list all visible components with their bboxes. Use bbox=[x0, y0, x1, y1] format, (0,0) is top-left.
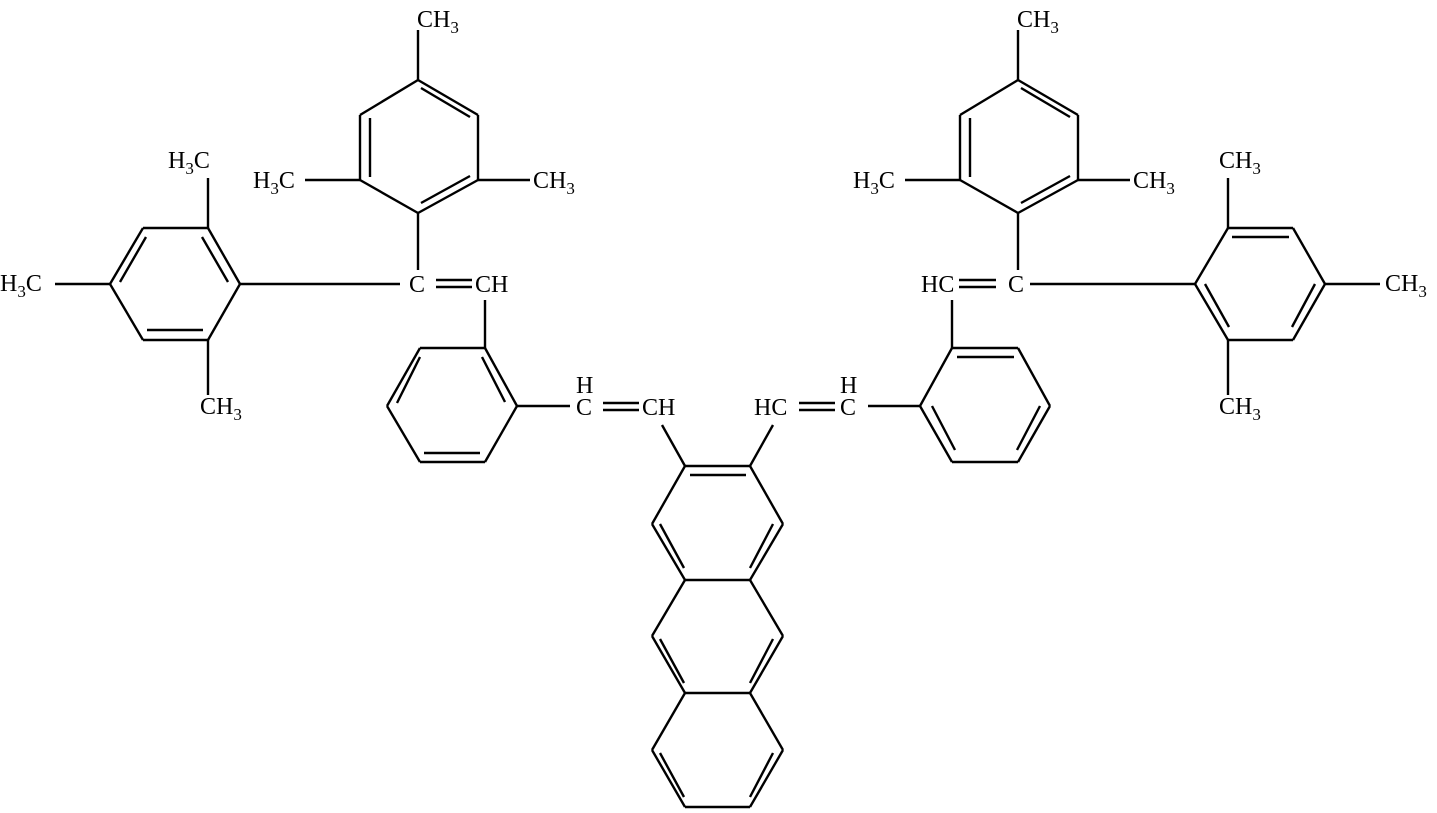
atom-label: H3C bbox=[853, 168, 895, 198]
bond-line bbox=[108, 283, 145, 341]
bond-line bbox=[200, 236, 230, 283]
bond-line bbox=[650, 749, 687, 808]
bond-line bbox=[1291, 283, 1327, 341]
atom-label: CH3 bbox=[1017, 7, 1059, 37]
bond-line bbox=[359, 78, 419, 117]
bond-line bbox=[1193, 283, 1230, 341]
atom-label: C bbox=[840, 395, 856, 421]
atom-label: CH bbox=[475, 272, 508, 298]
bond-line bbox=[660, 424, 687, 467]
bond-line bbox=[1203, 283, 1231, 328]
atom-label: CH bbox=[642, 395, 675, 421]
bond-line bbox=[420, 86, 471, 119]
bond-line bbox=[359, 178, 419, 215]
atom-label: C bbox=[409, 272, 425, 298]
bond-line bbox=[918, 405, 954, 463]
bond-line bbox=[395, 356, 422, 404]
bond-line bbox=[650, 692, 687, 751]
atom-label: H bbox=[576, 373, 593, 399]
atom-label: C bbox=[576, 395, 592, 421]
atom-label: CH3 bbox=[1133, 168, 1175, 198]
bond-line bbox=[1020, 86, 1071, 119]
bond-line bbox=[748, 752, 775, 798]
atom-label: CH3 bbox=[417, 7, 459, 37]
atom-label: HC bbox=[921, 272, 954, 298]
atom-label: CH3 bbox=[1385, 271, 1427, 301]
bond-line bbox=[748, 424, 775, 467]
bond-line bbox=[650, 579, 687, 637]
bond-line bbox=[206, 283, 242, 341]
bond-line bbox=[1016, 405, 1052, 463]
bond-line bbox=[1015, 405, 1042, 451]
bond-line bbox=[1017, 178, 1079, 215]
bond-line bbox=[748, 692, 785, 751]
bond-line bbox=[480, 356, 507, 403]
atom-label: CH3 bbox=[200, 394, 242, 424]
bond-line bbox=[748, 579, 785, 637]
bond-line bbox=[385, 405, 422, 463]
bond-line bbox=[1017, 78, 1079, 117]
bond-line bbox=[650, 635, 687, 694]
bond-line bbox=[959, 78, 1019, 117]
bond-line bbox=[385, 347, 422, 407]
bond-line bbox=[658, 752, 686, 798]
atom-label: CH3 bbox=[533, 168, 575, 198]
bond-line bbox=[959, 178, 1019, 215]
bond-line bbox=[658, 638, 686, 684]
atom-label: H3C bbox=[0, 271, 42, 301]
bond-line bbox=[1020, 174, 1071, 205]
bond-line bbox=[1291, 227, 1327, 285]
bond-line bbox=[108, 227, 145, 285]
bond-line bbox=[1016, 347, 1052, 407]
bond-line bbox=[918, 347, 954, 407]
atom-label: CH3 bbox=[1219, 148, 1261, 178]
bond-line bbox=[748, 749, 785, 808]
bond-line bbox=[420, 174, 471, 205]
bond-line bbox=[483, 347, 519, 407]
bond-line bbox=[417, 78, 479, 117]
atom-label: H3C bbox=[168, 148, 210, 178]
atom-label: HC bbox=[754, 395, 787, 421]
bond-line bbox=[930, 405, 957, 451]
bond-lines bbox=[55, 30, 1380, 809]
bond-line bbox=[118, 236, 148, 283]
atom-label: CH3 bbox=[1219, 394, 1261, 424]
bond-line bbox=[650, 523, 687, 581]
bond-line bbox=[1193, 227, 1230, 285]
atom-label: H3C bbox=[253, 168, 295, 198]
atom-label: H bbox=[840, 373, 857, 399]
bond-line bbox=[748, 465, 785, 525]
bond-line bbox=[658, 523, 686, 569]
bond-line bbox=[748, 635, 785, 694]
bond-line bbox=[206, 227, 242, 285]
bond-line bbox=[417, 178, 479, 215]
bond-line bbox=[748, 523, 785, 581]
bond-line bbox=[650, 465, 687, 525]
atom-label: C bbox=[1008, 272, 1024, 298]
bond-line bbox=[748, 638, 775, 684]
bond-line bbox=[748, 523, 775, 569]
bond-line bbox=[1290, 283, 1317, 328]
bond-line bbox=[483, 405, 519, 463]
